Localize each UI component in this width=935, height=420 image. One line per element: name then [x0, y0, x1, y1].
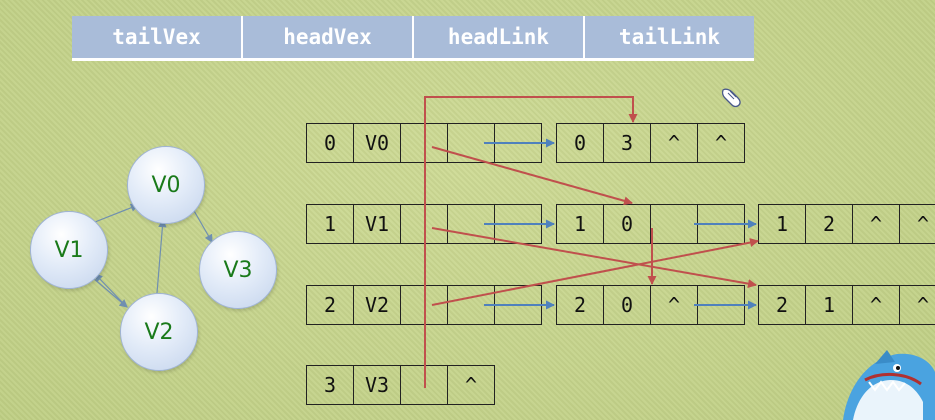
vertex-firstin: [400, 285, 448, 325]
arc-headvex: 3: [603, 123, 651, 163]
vertex-index: 3: [306, 365, 354, 405]
vertex-row-2: 2 V2: [306, 285, 542, 325]
edge-v1-v0: [94, 203, 140, 223]
arc-node-2-0: 2 0 ^: [556, 285, 745, 325]
vertex-index: 1: [306, 204, 354, 244]
vertex-name: V1: [353, 204, 401, 244]
vertex-extra: [494, 204, 542, 244]
edge-v2-v1: [94, 273, 123, 303]
shark-mascot-icon: [843, 350, 935, 420]
vertex-name: V0: [353, 123, 401, 163]
arc-headvex: 1: [805, 285, 853, 325]
vertex-row-0: 0 V0: [306, 123, 542, 163]
arc-node-1-2: 1 2 ^ ^: [758, 204, 935, 244]
arc-tailvex: 1: [758, 204, 806, 244]
arc-tailvex: 2: [556, 285, 604, 325]
vertex-firstin: [400, 365, 448, 405]
arc-node-0-3: 0 3 ^ ^: [556, 123, 745, 163]
arc-node-header: tailVex headVex headLink tailLink: [72, 16, 754, 61]
arc-taillink: ^: [899, 204, 935, 244]
graph-node-v1: V1: [30, 211, 108, 289]
edge-v1-v2: [92, 277, 128, 308]
vertex-index: 0: [306, 123, 354, 163]
arc-taillink: ^: [697, 123, 745, 163]
vertex-firstout: [447, 204, 495, 244]
arc-headvex: 2: [805, 204, 853, 244]
vertex-firstout: [447, 285, 495, 325]
arc-headvex: 0: [603, 204, 651, 244]
arc-tailvex: 2: [758, 285, 806, 325]
header-tailvex: tailVex: [72, 16, 243, 58]
arc-headlink: ^: [650, 285, 698, 325]
vertex-extra: [494, 123, 542, 163]
graph-node-v3: V3: [199, 231, 277, 309]
header-headvex: headVex: [243, 16, 414, 58]
arc-node-2-1: 2 1 ^ ^: [758, 285, 935, 325]
vertex-firstin: [400, 123, 448, 163]
arc-taillink: [697, 285, 745, 325]
arc-headlink: ^: [650, 123, 698, 163]
arc-headlink: ^: [852, 204, 900, 244]
vertex-extra: [494, 285, 542, 325]
arc-node-1-0: 1 0: [556, 204, 745, 244]
graph-node-v0: V0: [127, 146, 205, 224]
vertex-firstout: ^: [447, 365, 495, 405]
arc-headvex: 0: [603, 285, 651, 325]
vertex-index: 2: [306, 285, 354, 325]
header-taillink: tailLink: [618, 25, 721, 49]
edge-v0-v3: [192, 208, 213, 244]
vertex-row-3: 3 V3 ^: [306, 365, 495, 405]
vertex-name: V2: [353, 285, 401, 325]
header-headlink: headLink: [414, 16, 585, 58]
hand-cursor-icon: [721, 88, 741, 108]
graph-node-v2: V2: [120, 293, 198, 371]
arc-tailvex: 1: [556, 204, 604, 244]
edge-v2-v0: [156, 218, 167, 294]
arc-headlink: [650, 204, 698, 244]
vertex-firstout: [447, 123, 495, 163]
arc-taillink: ^: [899, 285, 935, 325]
vertex-name: V3: [353, 365, 401, 405]
vertex-firstin: [400, 204, 448, 244]
arc-taillink: [697, 204, 745, 244]
arc-headlink: ^: [852, 285, 900, 325]
vertex-row-1: 1 V1: [306, 204, 542, 244]
arc-tailvex: 0: [556, 123, 604, 163]
